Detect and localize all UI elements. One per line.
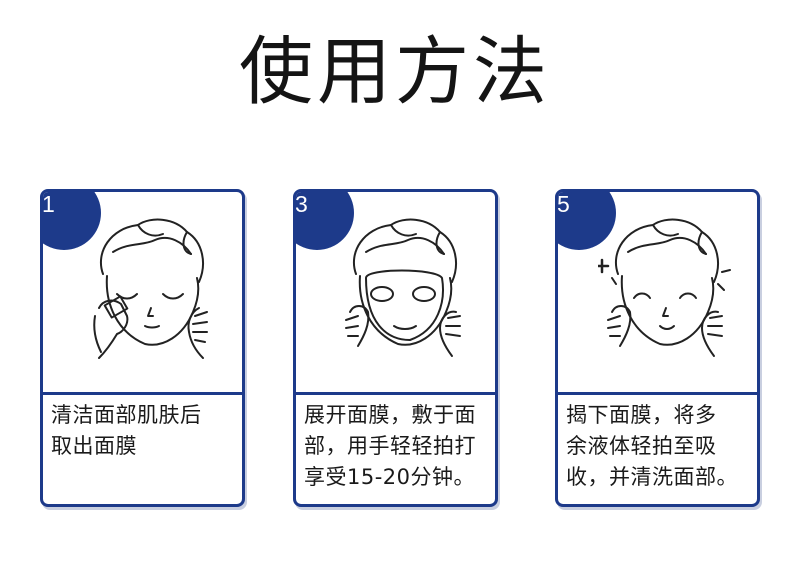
step-number: 1 xyxy=(42,191,55,217)
step-instructions: 揭下面膜，将多 余液体轻拍至吸 收，并清洗面部。 xyxy=(566,400,751,493)
card-divider xyxy=(558,392,757,395)
instruction-line: 展开面膜，敷于面 xyxy=(304,403,476,427)
step-card-5: 5 揭下面膜，将多 余液体轻拍至吸 收，并清洗面部。 xyxy=(555,189,760,507)
instruction-line: 余液体轻拍至吸 xyxy=(566,434,717,458)
card-divider xyxy=(43,392,242,395)
instruction-line: 取出面膜 xyxy=(51,434,137,458)
page-title: 使用方法 xyxy=(239,29,551,115)
instruction-line: 享受15-20分钟。 xyxy=(304,465,476,489)
step-number-badge: 1 xyxy=(42,191,101,250)
instruction-line: 收，并清洗面部。 xyxy=(566,465,738,489)
face-cleansing-icon xyxy=(93,218,208,359)
step-instructions: 展开面膜，敷于面 部，用手轻轻拍打 享受15-20分钟。 xyxy=(304,400,489,493)
step-number: 3 xyxy=(295,191,308,217)
step-card-1: 1 清洁面部肌肤后 取出面膜 xyxy=(40,189,245,507)
step-number-badge: 3 xyxy=(295,191,354,250)
instruction-line: 揭下面膜，将多 xyxy=(566,403,717,427)
face-glow-icon xyxy=(598,218,731,357)
step-instructions: 清洁面部肌肤后 取出面膜 xyxy=(51,400,236,462)
step-card-3: 3 展开面膜，敷于面 部，用手轻轻拍打 享受15-20分钟。 xyxy=(293,189,498,507)
instruction-line: 部，用手轻轻拍打 xyxy=(304,434,476,458)
face-mask-icon xyxy=(345,218,461,357)
step-number: 5 xyxy=(557,191,570,217)
instruction-line: 清洁面部肌肤后 xyxy=(51,403,202,427)
card-divider xyxy=(296,392,495,395)
